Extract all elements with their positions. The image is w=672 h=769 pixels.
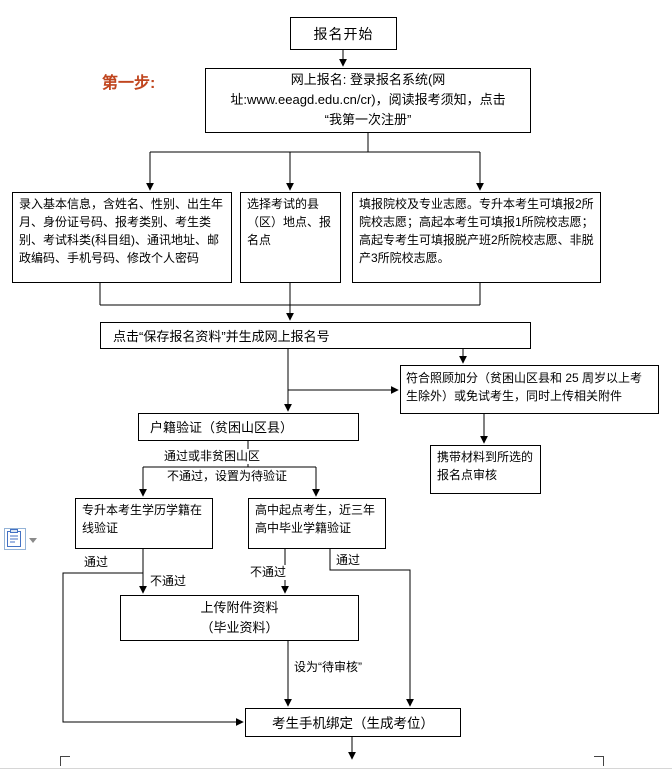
node-hukou-verify: 户籍验证（贫困山区县）	[138, 413, 359, 441]
step-label: 第一步:	[102, 75, 156, 92]
dropdown-caret-icon[interactable]	[29, 538, 37, 543]
paste-options-icon[interactable]	[4, 528, 26, 550]
edge-label-gz-pass: 通过	[334, 553, 363, 568]
node-online-registration: 网上报名: 登录报名系统(网 址:www.eeagd.edu.cn/cr)，阅读…	[205, 68, 531, 133]
node-highschool-verify: 高中起点考生，近三年高中毕业学籍验证	[248, 498, 386, 549]
page-margin-mark-left	[60, 756, 70, 766]
edge-label-gz-fail: 不通过	[248, 565, 289, 580]
node-start: 报名开始	[290, 17, 397, 50]
node-save-registration: 点击“保存报名资料”并生成网上报名号	[100, 322, 531, 349]
edge-label-set-pending: 设为“待审核”	[292, 660, 364, 675]
node-zsb-verify: 专升本考生学历学籍在线验证	[75, 498, 213, 549]
node-basic-info: 录入基本信息，含姓名、性别、出生年月、身份证号码、报考类别、考生类别、考试科类(…	[12, 192, 232, 283]
edge-label-hukou-fail: 不通过，设置为待验证	[165, 469, 290, 484]
edge-label-zsb-fail: 不通过	[148, 574, 189, 589]
node-bonus-upload: 符合照顾加分（贫困山区县和 25 周岁以上考生除外）或免试考生，同时上传相关附件	[400, 365, 659, 414]
node-preferences: 填报院校及专业志愿。专升本考生可填报2所院校志愿；高起本考生可填报1所院校志愿；…	[352, 192, 601, 283]
node-upload-attachments: 上传附件资料 （毕业资料）	[120, 595, 359, 641]
node-carry-materials: 携带材料到所选的报名点审核	[430, 445, 541, 494]
node-phone-binding: 考生手机绑定（生成考位）	[245, 708, 461, 737]
clipboard-paste-icon	[4, 528, 26, 550]
edge-label-zsb-pass: 通过	[82, 555, 111, 570]
edge-label-hukou-pass: 通过或非贫困山区	[162, 449, 263, 464]
page-margin-mark-right	[594, 756, 604, 766]
node-select-site: 选择考试的县（区）地点、报名点	[240, 192, 341, 283]
